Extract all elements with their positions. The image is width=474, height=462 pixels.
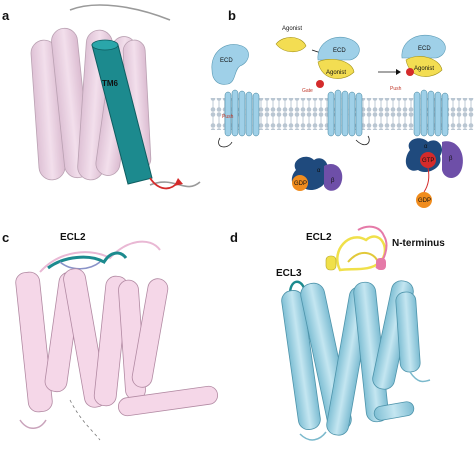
- panel-b-label: b: [228, 8, 236, 23]
- intracellular-loop-d: [300, 432, 326, 440]
- ecl2-inner-d: [348, 253, 378, 262]
- receptor-1: ECD Push: [212, 44, 259, 146]
- free-agonist: [276, 37, 306, 51]
- beta-1-label: β: [331, 178, 335, 184]
- panel-c-label: c: [2, 230, 9, 245]
- alpha-1-label: α: [317, 168, 321, 174]
- tm6-cap: [92, 40, 118, 50]
- n-terminus-helix: [376, 258, 386, 270]
- alpha-2-label: α: [424, 144, 428, 150]
- tm6-label: TM6: [102, 79, 119, 88]
- intracellular-loop-c: [20, 420, 46, 428]
- g-protein-2: GTP α β GDP: [406, 138, 463, 208]
- panel-c: c ECL2: [2, 230, 219, 440]
- c-terminal-loop-d: [410, 372, 430, 382]
- extracellular-loops-c: [40, 242, 160, 272]
- panel-a-label: a: [2, 8, 10, 23]
- ecd-3-label: ECD: [418, 46, 431, 52]
- panel-d-label: d: [230, 230, 238, 245]
- n-terminus-label: N-terminus: [392, 238, 445, 249]
- activation-arrow-head: [396, 69, 401, 75]
- ecd-2-label: ECD: [333, 48, 346, 54]
- ecl2-helix-d: [326, 256, 336, 270]
- push-2-label: Push: [390, 86, 402, 92]
- pink-helix-bundle: [15, 267, 219, 417]
- gdp-1-label: GDP: [294, 181, 307, 187]
- ecd-1: [212, 44, 249, 84]
- g-protein-1: GDP α β: [292, 157, 342, 191]
- ecl2-label-c: ECL2: [60, 232, 86, 243]
- bound-agonist-1-label: Agonist: [326, 70, 346, 76]
- gtp-label: GTP: [422, 158, 434, 164]
- panel-a: a TM6: [2, 5, 200, 188]
- push-1-label: Push: [222, 114, 234, 120]
- ecd-1-label: ECD: [220, 58, 233, 64]
- loop-top: [70, 5, 170, 20]
- red-ligand-2: [406, 68, 414, 76]
- gdp-2-label: GDP: [418, 198, 431, 204]
- ecl3-label-d: ECL3: [276, 268, 302, 279]
- red-ligand-1: [316, 80, 324, 88]
- panel-d: d ECL2 ECL3 N-terminus: [230, 227, 445, 440]
- helix-c-1: [15, 271, 54, 413]
- ecl2-label-d: ECL2: [306, 232, 332, 243]
- ecl2-teal-c: [48, 253, 126, 268]
- gate-label: Gate: [302, 88, 313, 94]
- blue-helix-bundle: [280, 279, 420, 437]
- panel-b: b Agonist ECD Push ECD Agonist: [210, 8, 474, 208]
- ecl-purple-c: [60, 262, 100, 269]
- bound-agonist-2-label: Agonist: [414, 66, 434, 72]
- beta-2-label: β: [449, 156, 453, 162]
- free-agonist-label: Agonist: [282, 26, 302, 32]
